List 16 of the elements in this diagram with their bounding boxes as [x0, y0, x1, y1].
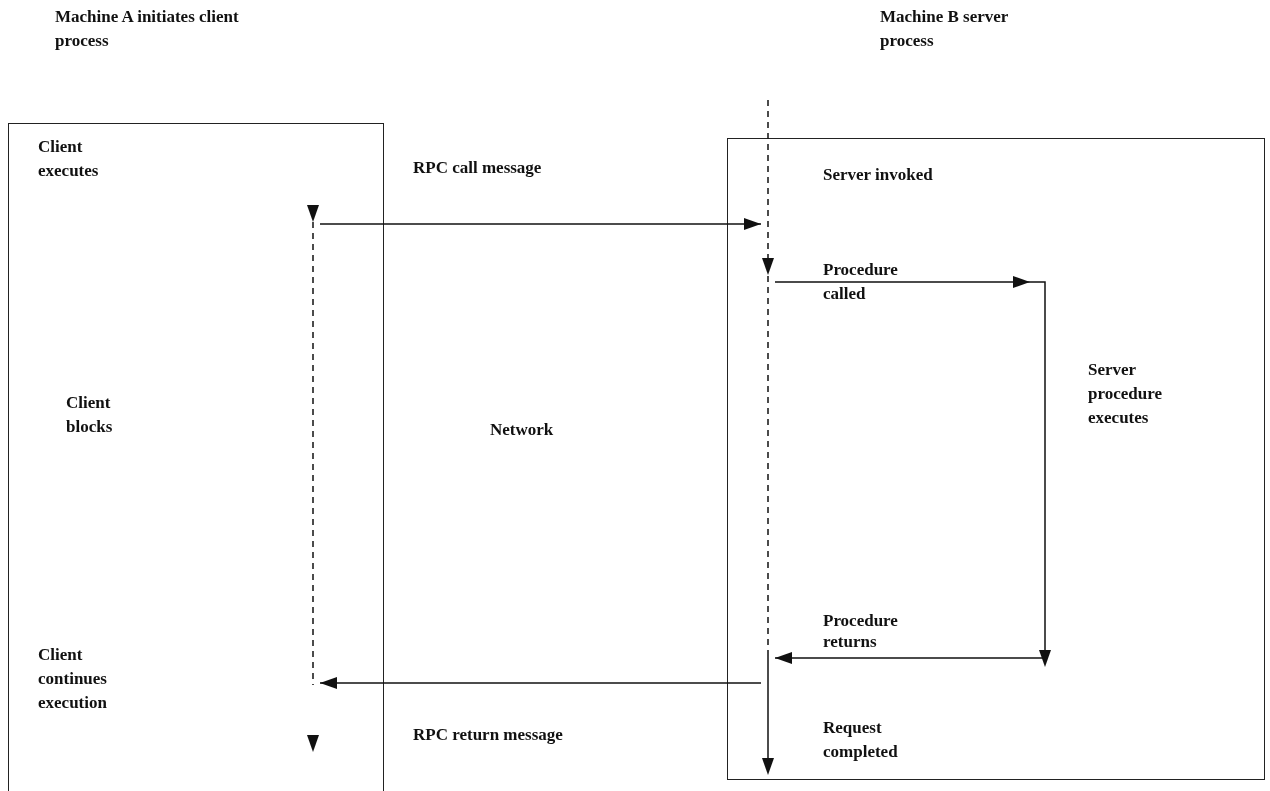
step-label: Client blocks [66, 392, 114, 438]
step-label: Server procedure executes [1088, 359, 1163, 429]
step-label: Client continues execution [38, 644, 108, 714]
arrow [319, 677, 762, 689]
step-label: Request completed [823, 717, 899, 763]
step-label: Client executes [38, 136, 100, 182]
step-label: Server invoked [823, 164, 934, 186]
edge-label: RPC return message [413, 724, 564, 746]
arrow [319, 218, 762, 230]
arrow [774, 276, 1051, 667]
step-label: Machine A initiates client process [55, 6, 240, 52]
step-label: Machine B server process [880, 6, 1010, 52]
step-label: Procedure called [823, 259, 899, 305]
step-label: Network [490, 419, 555, 441]
step-label: Procedure returns [823, 610, 899, 652]
edge-label: RPC call message [413, 157, 543, 179]
